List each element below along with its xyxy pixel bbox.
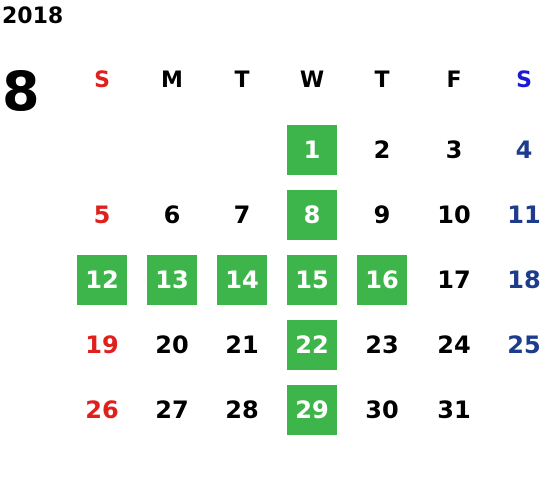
- day-cell-25[interactable]: 25: [507, 331, 541, 359]
- day-cell-3[interactable]: 3: [445, 136, 463, 164]
- weekday-header-tuesday: T: [234, 68, 250, 93]
- weekday-header-saturday: S: [516, 68, 532, 93]
- day-cell-1[interactable]: 1: [287, 125, 337, 175]
- day-cell-4[interactable]: 4: [515, 136, 533, 164]
- day-cell-10[interactable]: 10: [437, 201, 471, 229]
- day-cell-24[interactable]: 24: [437, 331, 471, 359]
- day-cell-23[interactable]: 23: [365, 331, 399, 359]
- day-cell-20[interactable]: 20: [155, 331, 189, 359]
- day-cell-15[interactable]: 15: [287, 255, 337, 305]
- weekday-header-wednesday: W: [299, 68, 325, 93]
- day-cell-17[interactable]: 17: [437, 266, 471, 294]
- day-cell-21[interactable]: 21: [225, 331, 259, 359]
- day-cell-5[interactable]: 5: [93, 201, 111, 229]
- day-cell-31[interactable]: 31: [437, 396, 471, 424]
- day-cell-16[interactable]: 16: [357, 255, 407, 305]
- day-cell-29[interactable]: 29: [287, 385, 337, 435]
- calendar-month: 8: [2, 60, 40, 123]
- day-cell-11[interactable]: 11: [507, 201, 541, 229]
- day-cell-13[interactable]: 13: [147, 255, 197, 305]
- day-cell-7[interactable]: 7: [233, 201, 251, 229]
- day-cell-19[interactable]: 19: [85, 331, 119, 359]
- day-cell-9[interactable]: 9: [373, 201, 391, 229]
- day-cell-27[interactable]: 27: [155, 396, 189, 424]
- day-cell-8[interactable]: 8: [287, 190, 337, 240]
- weekday-header-sunday: S: [94, 68, 110, 93]
- weekday-header-thursday: T: [374, 68, 390, 93]
- day-cell-6[interactable]: 6: [163, 201, 181, 229]
- calendar-year: 2018: [2, 4, 64, 29]
- weekday-header-friday: F: [446, 68, 462, 93]
- day-cell-26[interactable]: 26: [85, 396, 119, 424]
- day-cell-30[interactable]: 30: [365, 396, 399, 424]
- day-cell-18[interactable]: 18: [507, 266, 541, 294]
- day-cell-28[interactable]: 28: [225, 396, 259, 424]
- day-cell-2[interactable]: 2: [373, 136, 391, 164]
- day-cell-14[interactable]: 14: [217, 255, 267, 305]
- day-cell-22[interactable]: 22: [287, 320, 337, 370]
- weekday-header-monday: M: [161, 68, 183, 93]
- day-cell-12[interactable]: 12: [77, 255, 127, 305]
